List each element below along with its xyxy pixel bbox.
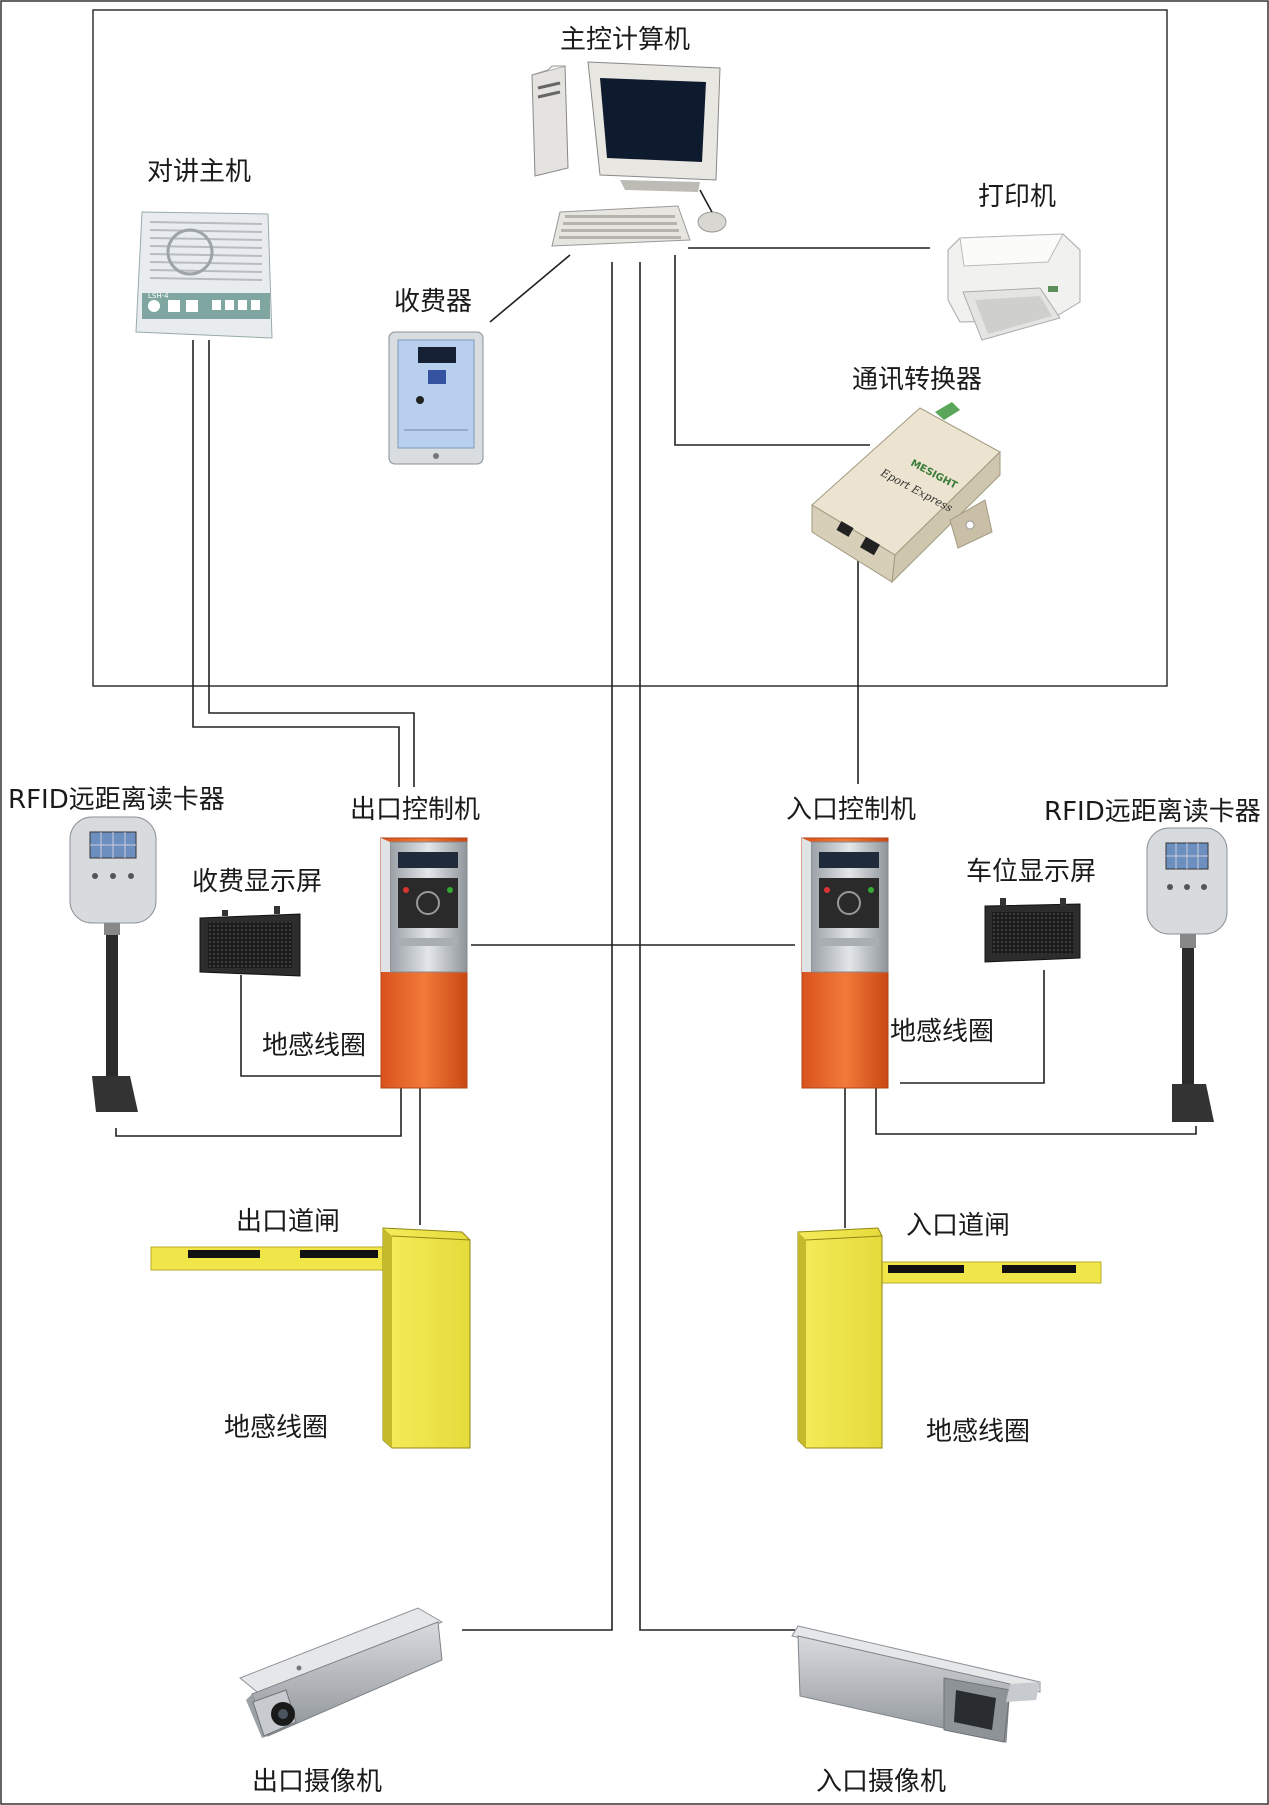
entry-camera-icon <box>792 1626 1040 1742</box>
rfid-reader-right-icon <box>1147 828 1227 1122</box>
exit-camera-label: 出口摄像机 <box>252 1767 382 1797</box>
exit-controller-icon <box>381 838 467 1088</box>
entry-controller-label: 入口控制机 <box>786 795 916 825</box>
entry-gate-label: 入口道闸 <box>906 1211 1010 1241</box>
rfid-reader-left-label: RFID远距离读卡器 <box>8 785 225 815</box>
printer-icon <box>948 234 1080 340</box>
comm-converter-label: 通讯转换器 <box>852 365 982 395</box>
loop-entry-lower-label: 地感线圈 <box>926 1417 1030 1447</box>
fee-display-label: 收费显示屏 <box>192 867 322 897</box>
main-computer-label: 主控计算机 <box>560 25 690 55</box>
rfid-reader-right-label: RFID远距离读卡器 <box>1044 797 1261 827</box>
loop-exit-lower-label: 地感线圈 <box>224 1413 328 1443</box>
rfid-reader-left-icon <box>70 817 156 1112</box>
space-display-label: 车位显示屏 <box>966 857 1096 887</box>
intercom-model-text: LSH-4 <box>148 292 169 300</box>
space-display-icon <box>985 898 1080 962</box>
entry-camera-label: 入口摄像机 <box>816 1767 946 1797</box>
printer-label: 打印机 <box>978 182 1056 212</box>
entry-controller-icon <box>802 838 888 1088</box>
comm-converter-icon: MESIGHT Eport Express <box>812 402 1000 582</box>
exit-camera-icon <box>240 1608 442 1738</box>
fee-display-icon <box>200 906 300 976</box>
loop-entry-upper-label: 地感线圈 <box>890 1017 994 1047</box>
main-computer-icon <box>532 62 726 246</box>
entry-gate-icon <box>798 1228 1101 1448</box>
exit-gate-label: 出口道闸 <box>236 1207 340 1237</box>
exit-controller-label: 出口控制机 <box>350 795 480 825</box>
intercom-host-icon: LSH-4 <box>136 212 272 338</box>
intercom-host-label: 对讲主机 <box>147 157 251 187</box>
loop-exit-upper-label: 地感线圈 <box>262 1031 366 1061</box>
fee-collector-icon <box>389 332 483 464</box>
fee-collector-label: 收费器 <box>394 287 472 317</box>
